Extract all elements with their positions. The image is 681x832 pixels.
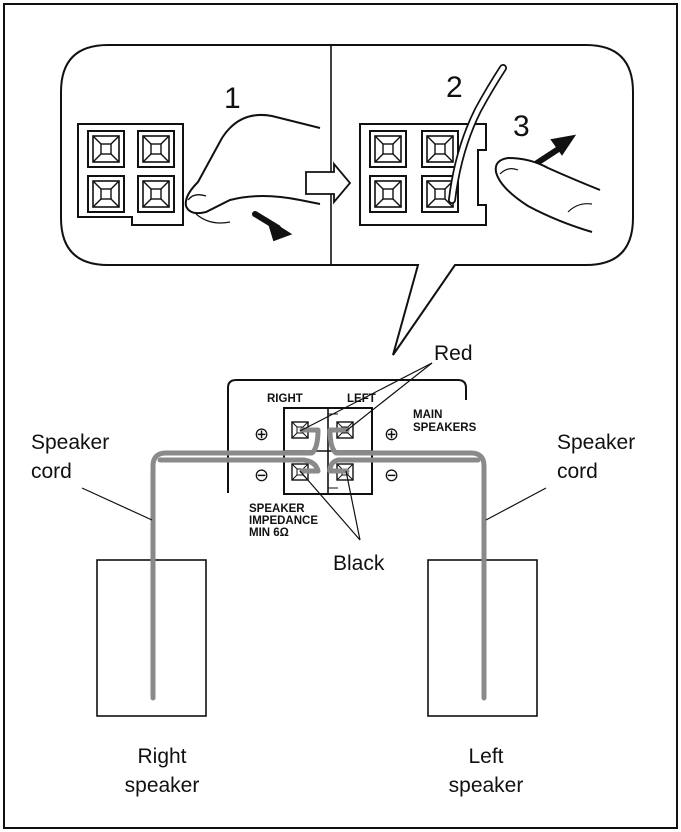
outer-frame — [3, 3, 678, 829]
left-speaker-label-line2: speaker — [449, 774, 524, 797]
red-leader-right — [299, 362, 433, 432]
panel-speakers-label: SPEAKERS — [413, 422, 477, 434]
red-leader-left — [345, 362, 433, 432]
black-leader-left — [345, 470, 361, 541]
step-3-number: 3 — [513, 110, 530, 143]
minus-right-symbol: ⊖ — [254, 465, 269, 485]
finger-step3 — [494, 156, 601, 233]
impedance-line-1: SPEAKER — [249, 503, 305, 515]
black-label: Black — [333, 552, 385, 575]
black-leader-right — [299, 470, 361, 541]
next-step-arrow-icon — [305, 161, 352, 205]
speaker-cord-label-right-line1: Speaker — [557, 431, 635, 454]
red-label: Red — [434, 342, 473, 365]
back-panel — [227, 379, 467, 493]
speaker-cord-label-right-line2: cord — [557, 460, 598, 483]
step-1-number: 1 — [224, 82, 241, 115]
arrow-up-icon — [534, 134, 577, 166]
finger-step1 — [184, 114, 321, 224]
cord-leader-right — [81, 487, 153, 521]
cord-leader-left — [485, 487, 547, 521]
speaker-cord-label-left-line2: cord — [31, 460, 72, 483]
right-speaker-label-line1: Right — [137, 745, 186, 768]
callout-bubble — [60, 44, 634, 356]
impedance-line-3: MIN 6Ω — [249, 527, 289, 539]
arrow-down-icon — [252, 211, 293, 242]
panel-right-label: RIGHT — [267, 393, 303, 405]
minus-left-symbol: ⊖ — [384, 465, 399, 485]
right-speaker-label-line2: speaker — [125, 774, 200, 797]
speaker-cord-left — [327, 427, 487, 701]
step-2-number: 2 — [446, 71, 463, 104]
left-speaker-label-line1: Left — [468, 745, 503, 768]
plus-left-symbol: ⊕ — [384, 424, 399, 444]
terminal-block-step1 — [77, 123, 184, 226]
panel-main-label: MAIN — [413, 409, 442, 421]
impedance-line-2: IMPEDANCE — [249, 515, 318, 527]
speaker-cord-right — [150, 427, 321, 701]
plus-right-symbol: ⊕ — [254, 424, 269, 444]
speaker-cord-label-left-line1: Speaker — [31, 431, 109, 454]
wire-insert — [448, 64, 507, 204]
